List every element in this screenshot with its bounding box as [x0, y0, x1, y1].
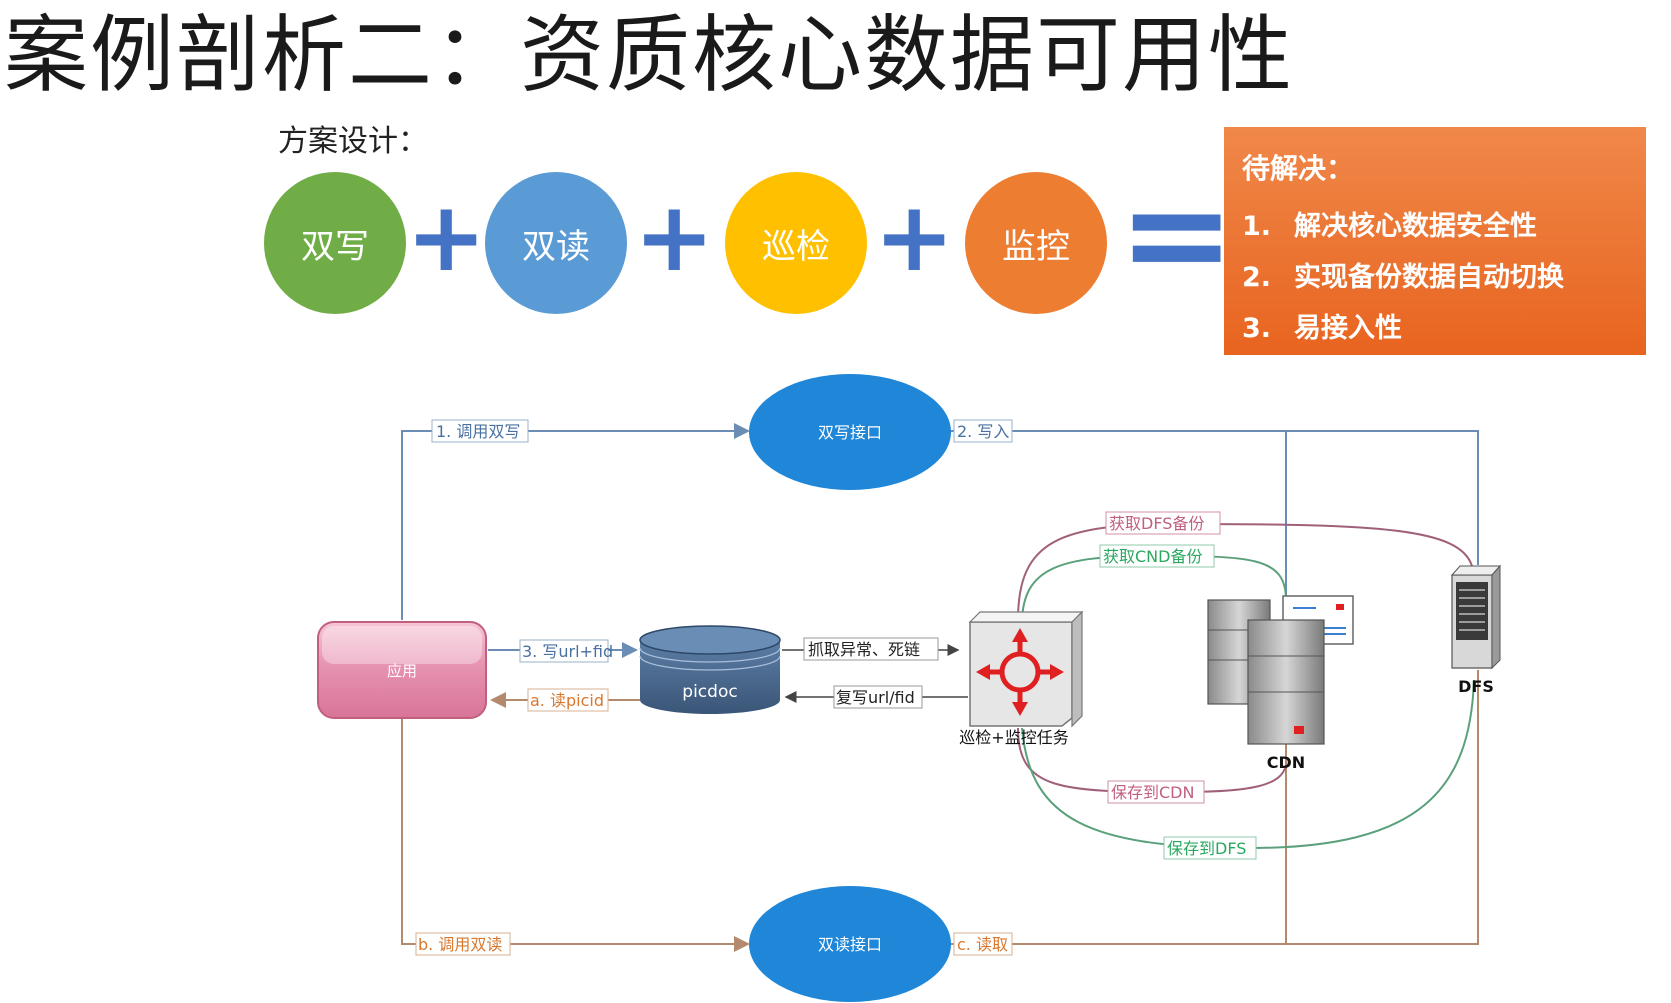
- dual-write-interface: 双写接口: [749, 374, 951, 490]
- to-solve-item-1: 1.解决核心数据安全性: [1242, 211, 1537, 242]
- circle-monitor: 监控: [965, 172, 1107, 314]
- circle-inspect: 巡检: [725, 172, 867, 314]
- label-read: c. 读取: [957, 935, 1008, 954]
- cdn-server-front-icon: [1247, 619, 1325, 745]
- to-solve-heading: 待解决：: [1242, 152, 1355, 185]
- page-title: 案例剖析二：资质核心数据可用性: [4, 6, 1295, 104]
- label-get-dfs-backup: 获取DFS备份: [1109, 514, 1204, 533]
- svg-text:picdoc: picdoc: [682, 682, 737, 702]
- inspect-monitor-task-node: 巡检+监控任务: [959, 610, 1084, 747]
- dfs-server: DFS: [1450, 564, 1502, 696]
- app-node: 应用: [317, 621, 487, 719]
- write-path-lines: [401, 423, 1479, 658]
- label-read-picid: a. 读picid: [530, 691, 604, 710]
- plus-sign-2: +: [634, 181, 715, 293]
- svg-text:双写接口: 双写接口: [818, 423, 882, 442]
- plus-sign-3: +: [874, 181, 955, 293]
- label-rewrite-url-fid: 复写url/fid: [836, 688, 915, 707]
- svg-text:DFS: DFS: [1458, 677, 1494, 696]
- to-solve-item-2: 2.实现备份数据自动切换: [1242, 262, 1564, 293]
- to-solve-item-3: 3.易接入性: [1242, 313, 1402, 344]
- plus-sign-1: +: [406, 181, 487, 293]
- picdoc-database: picdoc: [639, 625, 781, 714]
- circle-dual-read: 双读: [485, 172, 627, 314]
- label-write-url-fid: 3. 写url+fid: [522, 642, 613, 661]
- to-solve-box: 待解决： 1.解决核心数据安全性 2.实现备份数据自动切换 3.易接入性: [1224, 127, 1646, 355]
- circle-dual-write: 双写: [264, 172, 406, 314]
- section-subtitle: 方案设计：: [278, 124, 428, 159]
- circle-dual-write-label: 双写: [301, 226, 369, 267]
- label-save-to-dfs: 保存到DFS: [1167, 839, 1246, 858]
- label-get-cnd-backup: 获取CND备份: [1103, 547, 1202, 566]
- edge-labels: 1. 调用双写 2. 写入 3. 写url+fid a. 读picid b. 调…: [415, 419, 1257, 956]
- circle-dual-read-label: 双读: [522, 226, 590, 267]
- cdn-server-cluster: CDN: [1207, 595, 1354, 772]
- svg-text:巡检+监控任务: 巡检+监控任务: [959, 728, 1068, 747]
- svg-text:CDN: CDN: [1267, 753, 1305, 772]
- equals-sign: =: [1118, 153, 1236, 316]
- label-call-dual-write: 1. 调用双写: [436, 422, 520, 441]
- svg-text:双读接口: 双读接口: [818, 935, 882, 954]
- dual-read-interface: 双读接口: [749, 886, 951, 1002]
- svg-text:应用: 应用: [387, 662, 417, 680]
- label-save-to-cdn: 保存到CDN: [1111, 783, 1194, 802]
- label-grab-exceptions: 抓取异常、死链: [808, 640, 920, 659]
- circle-inspect-label: 巡检: [762, 226, 830, 267]
- circle-monitor-label: 监控: [1002, 226, 1070, 267]
- label-write: 2. 写入: [957, 422, 1009, 441]
- label-call-dual-read: b. 调用双读: [418, 935, 502, 954]
